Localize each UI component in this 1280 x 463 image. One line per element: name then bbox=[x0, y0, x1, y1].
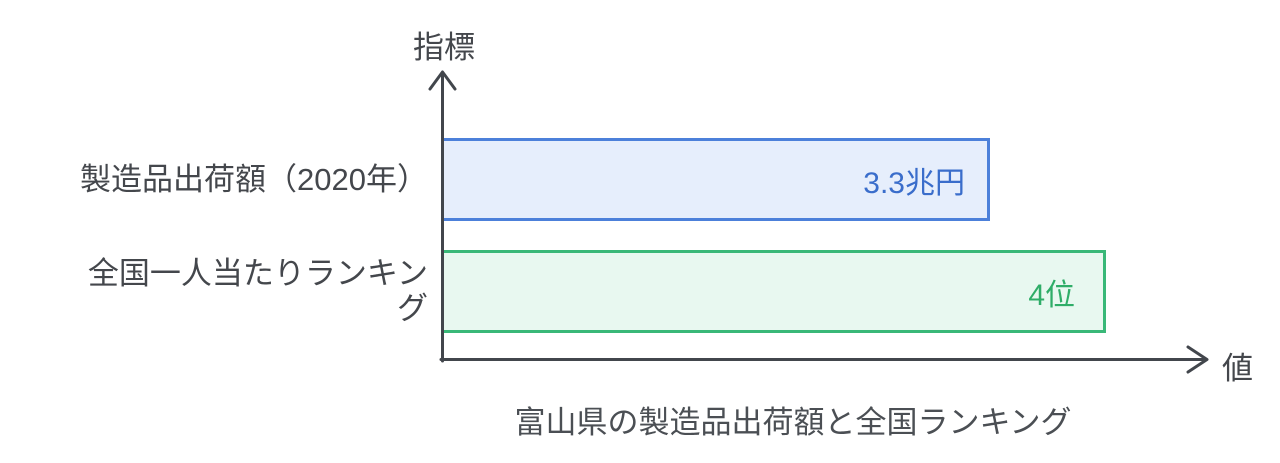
category-label-shipment-value: 製造品出荷額（2020年） bbox=[80, 162, 428, 197]
bar-national-ranking: 4位 bbox=[444, 250, 1106, 333]
bar-shipment-value: 3.3兆円 bbox=[444, 138, 990, 221]
x-axis-arrow-icon bbox=[1186, 345, 1209, 374]
x-axis-label: 値 bbox=[1222, 351, 1253, 386]
category-label-national-ranking: 全国一人当たりランキン グ bbox=[87, 256, 428, 326]
bar-value-label-shipment: 3.3兆円 bbox=[863, 166, 965, 200]
y-axis-arrow-icon bbox=[428, 70, 457, 91]
y-axis-label: 指標 bbox=[413, 30, 475, 65]
bar-value-label-ranking: 4位 bbox=[1028, 278, 1075, 312]
chart-title: 富山県の製造品出荷額と全国ランキング bbox=[514, 405, 1072, 440]
